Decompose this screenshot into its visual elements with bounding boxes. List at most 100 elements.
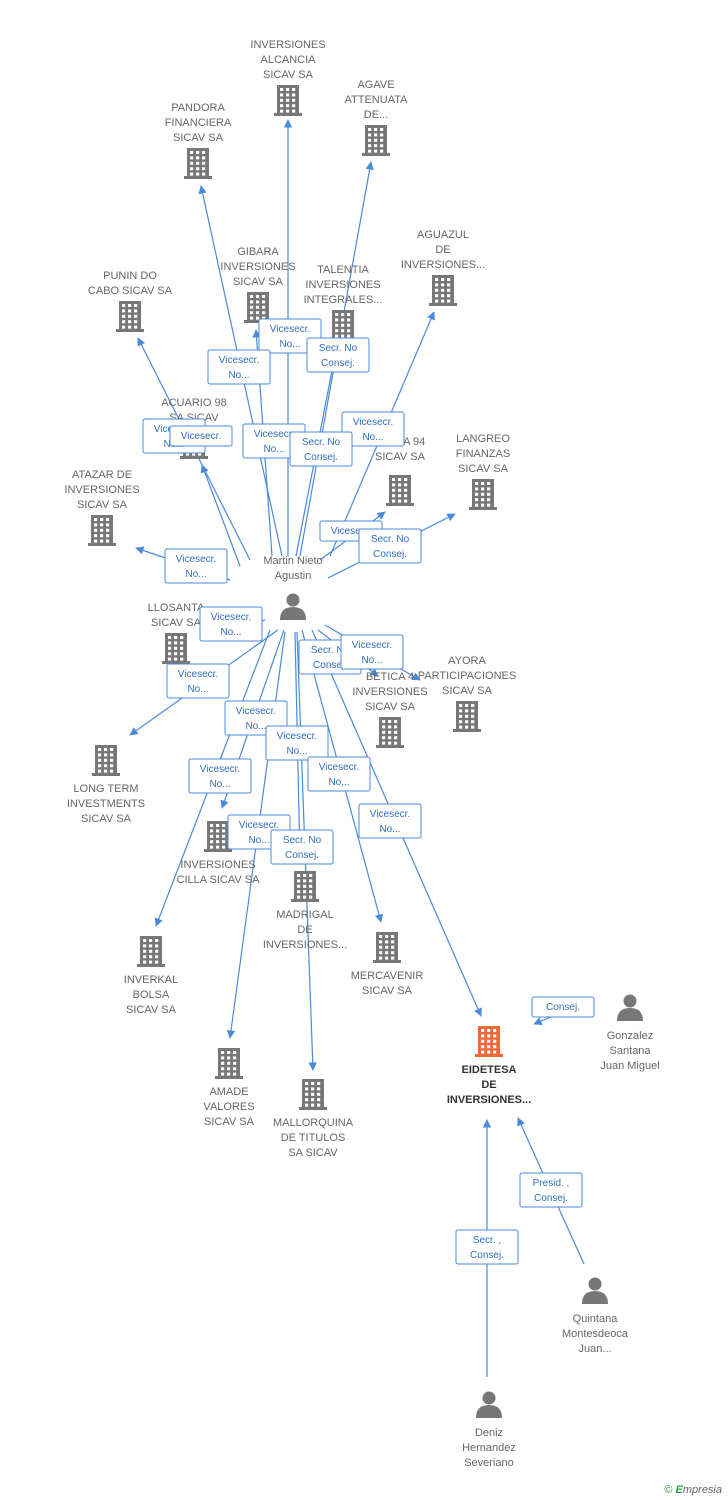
node-label: SICAV SA	[458, 463, 509, 475]
edge-label-text: No...	[379, 824, 400, 835]
person-icon	[582, 1277, 608, 1304]
company-node-madrigal[interactable]: MADRIGALDEINVERSIONES...	[263, 871, 347, 951]
person-node-quintana[interactable]: QuintanaMontesdeocaJuan...	[562, 1277, 629, 1356]
edge-label-text: Vicesecr.	[277, 731, 317, 742]
node-label: ACUARIO 98	[161, 397, 226, 409]
node-label: SICAV SA	[442, 685, 493, 697]
node-label: SICAV SA	[233, 276, 284, 288]
node-label: Montesdeoca	[562, 1328, 629, 1340]
node-label: PUNIN DO	[103, 270, 157, 282]
edge-label[interactable]: Consej.	[531, 996, 595, 1018]
edge-label-box	[166, 663, 230, 699]
node-label: SICAV SA	[204, 1116, 255, 1128]
edge-label[interactable]: Vicesecr.No...	[307, 756, 371, 792]
edge-label-box	[519, 1172, 583, 1208]
node-label: DE...	[364, 109, 388, 121]
edge-label-text: Vicesecr.	[331, 526, 371, 537]
edge-label[interactable]: Vicesecr.No...	[207, 349, 271, 385]
node-label: Juan Miguel	[600, 1060, 659, 1072]
node-label: Gonzalez	[607, 1030, 653, 1042]
edge-label-box	[531, 996, 595, 1018]
building-icon	[184, 148, 212, 179]
node-label: Juan...	[578, 1343, 611, 1355]
edge-labels-layer: Vicesecr.No...Secr. NoConsej.Vicesecr.No…	[142, 318, 595, 1265]
edge-label-text: Vicesecr.	[270, 324, 310, 335]
node-label: GIBARA	[237, 246, 279, 258]
edge-label-text: Vicesecr.	[352, 640, 392, 651]
node-label: INVERSIONES	[64, 484, 139, 496]
node-label: PARTICIPACIONES	[418, 670, 516, 682]
empresia-logo[interactable]: © Empresia	[664, 1484, 722, 1496]
edge-label-box	[169, 425, 233, 447]
edge-label-text: No...	[185, 569, 206, 580]
edge-label[interactable]: Vicesecr.No...	[199, 606, 263, 642]
edge-label[interactable]: Vicesecr.No...	[358, 803, 422, 839]
company-node-eidetesa[interactable]: EIDETESADEINVERSIONES...	[447, 1026, 531, 1106]
edge-label-text: No...	[328, 777, 349, 788]
node-label: LANGREO	[456, 433, 510, 445]
edge-label-text: Vicesecr.	[254, 429, 294, 440]
edge-label-text: Consej.	[546, 1002, 580, 1013]
person-icon	[280, 593, 306, 620]
edge-label[interactable]: Vicesecr.No...	[166, 663, 230, 699]
node-label: MADRIGAL	[276, 909, 333, 921]
building-icon	[469, 479, 497, 510]
company-node-agave[interactable]: AGAVEATTENUATADE...	[345, 79, 409, 156]
company-node-aguazul[interactable]: AGUAZULDEINVERSIONES...	[401, 229, 485, 306]
edge-label-box	[265, 725, 329, 761]
building-icon	[244, 292, 272, 323]
edge-label-text: Vicesecr.	[176, 554, 216, 565]
edge-label[interactable]: Vicesecr.No...	[341, 411, 405, 447]
edge-label[interactable]: Vicesecr.No...	[188, 758, 252, 794]
edge-label-text: Consej.	[470, 1250, 504, 1261]
edge-label[interactable]: Vicesecr. No...	[164, 548, 228, 584]
edge-label-text: Vicesecr.	[236, 706, 276, 717]
edge-label[interactable]: Vicesecr.No...	[258, 318, 322, 354]
edge-label-text: Vicesecr.	[353, 417, 393, 428]
edge-label-box	[207, 349, 271, 385]
edge-label[interactable]: Presid. ,Consej.	[519, 1172, 583, 1208]
edge-label[interactable]: Vicesecr.	[169, 425, 233, 447]
building-icon	[475, 1026, 503, 1057]
node-label: CILLA SICAV SA	[177, 874, 261, 886]
company-node-talentia[interactable]: TALENTIAINVERSIONESINTEGRALES...	[304, 264, 383, 341]
edge-label-text: Secr. No	[302, 437, 341, 448]
node-label: Quintana	[573, 1313, 619, 1325]
node-label: Severiano	[464, 1457, 514, 1469]
brand-name: mpresia	[682, 1484, 722, 1496]
edge-label-text: No...	[228, 370, 249, 381]
edge-label[interactable]: Vicesecr.No...	[265, 725, 329, 761]
node-label: INVERSIONES...	[447, 1094, 531, 1106]
copyright-symbol: ©	[664, 1484, 673, 1496]
node-label: INVERSIONES	[352, 686, 427, 698]
building-icon	[329, 310, 357, 341]
edge-label[interactable]: Secr. ,Consej.	[455, 1229, 519, 1265]
edge-label-text: Consej.	[321, 358, 355, 369]
node-label: AMADE	[209, 1086, 248, 1098]
building-icon	[116, 301, 144, 332]
edge-label[interactable]: Vicesecr.No...	[340, 634, 404, 670]
node-label: Agustin	[275, 570, 312, 582]
